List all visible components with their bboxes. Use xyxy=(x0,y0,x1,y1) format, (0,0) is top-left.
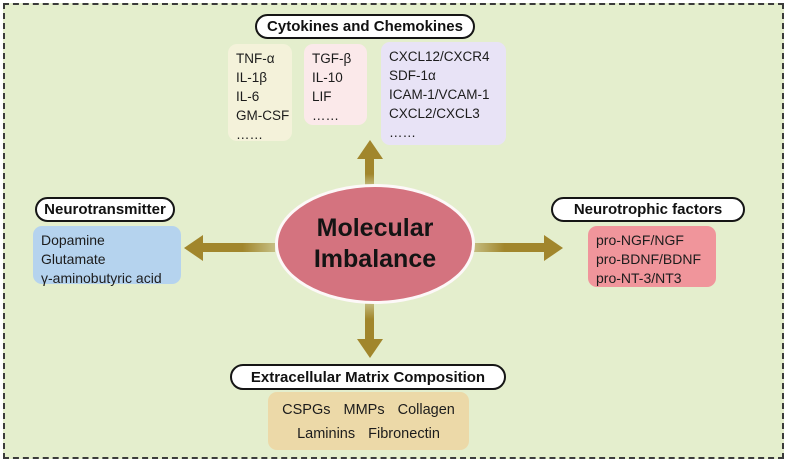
list-item: pro-NGF/NGF xyxy=(596,232,684,248)
list-item: TNF-α xyxy=(236,51,275,66)
neurotrophic-box: pro-NGF/NGF pro-BDNF/BDNF pro-NT-3/NT3 xyxy=(588,226,716,287)
list-item: IL-1β xyxy=(236,70,268,85)
list-item: pro-BDNF/BDNF xyxy=(596,251,702,267)
list-item: Dopamine xyxy=(41,232,105,248)
list-item: Laminins Fibronectin xyxy=(297,426,440,442)
neurotransmitter-box: Dopamine Glutamate γ-aminobutyric acid xyxy=(33,226,181,286)
neurotransmitter-title: Neurotransmitter xyxy=(35,197,175,222)
list-item: LIF xyxy=(312,89,332,104)
ecm-title: Extracellular Matrix Composition xyxy=(230,364,506,390)
list-item: IL-10 xyxy=(312,70,343,85)
list-item: SDF-1α xyxy=(389,68,436,83)
list-item: CXCL2/CXCL3 xyxy=(389,106,480,121)
list-item: …… xyxy=(389,125,416,140)
cytokines-title-label: Cytokines and Chemokines xyxy=(267,18,463,35)
neurotrophic-title-label: Neurotrophic factors xyxy=(573,201,723,218)
list-item: …… xyxy=(312,108,339,123)
cytokines-box-1: TNF-α IL-1β IL-6 GM-CSF …… xyxy=(228,44,292,142)
list-item: CSPGs MMPs Collagen xyxy=(282,402,455,418)
list-item: CXCL12/CXCR4 xyxy=(389,49,490,64)
central-node-line1: Molecular xyxy=(316,214,434,242)
list-item: IL-6 xyxy=(236,89,260,104)
neurotransmitter-title-label: Neurotransmitter xyxy=(44,201,166,218)
neurotrophic-title: Neurotrophic factors xyxy=(551,197,745,222)
list-item: TGF-β xyxy=(312,51,352,66)
list-item: …… xyxy=(236,127,263,142)
list-item: γ-aminobutyric acid xyxy=(41,270,162,286)
cytokines-title: Cytokines and Chemokines xyxy=(255,14,475,39)
cytokines-box-3: CXCL12/CXCR4 SDF-1α ICAM-1/VCAM-1 CXCL2/… xyxy=(381,42,506,145)
list-item: GM-CSF xyxy=(236,108,290,123)
ecm-title-label: Extracellular Matrix Composition xyxy=(250,368,486,386)
cytokines-box-2: TGF-β IL-10 LIF …… xyxy=(304,44,367,125)
ecm-box: CSPGs MMPs Collagen Laminins Fibronectin xyxy=(268,392,469,450)
central-node: Molecular Imbalance xyxy=(275,184,475,304)
list-item: ICAM-1/VCAM-1 xyxy=(389,87,490,102)
list-item: pro-NT-3/NT3 xyxy=(596,270,682,286)
central-node-line2: Imbalance xyxy=(313,245,437,273)
list-item: Glutamate xyxy=(41,251,106,267)
